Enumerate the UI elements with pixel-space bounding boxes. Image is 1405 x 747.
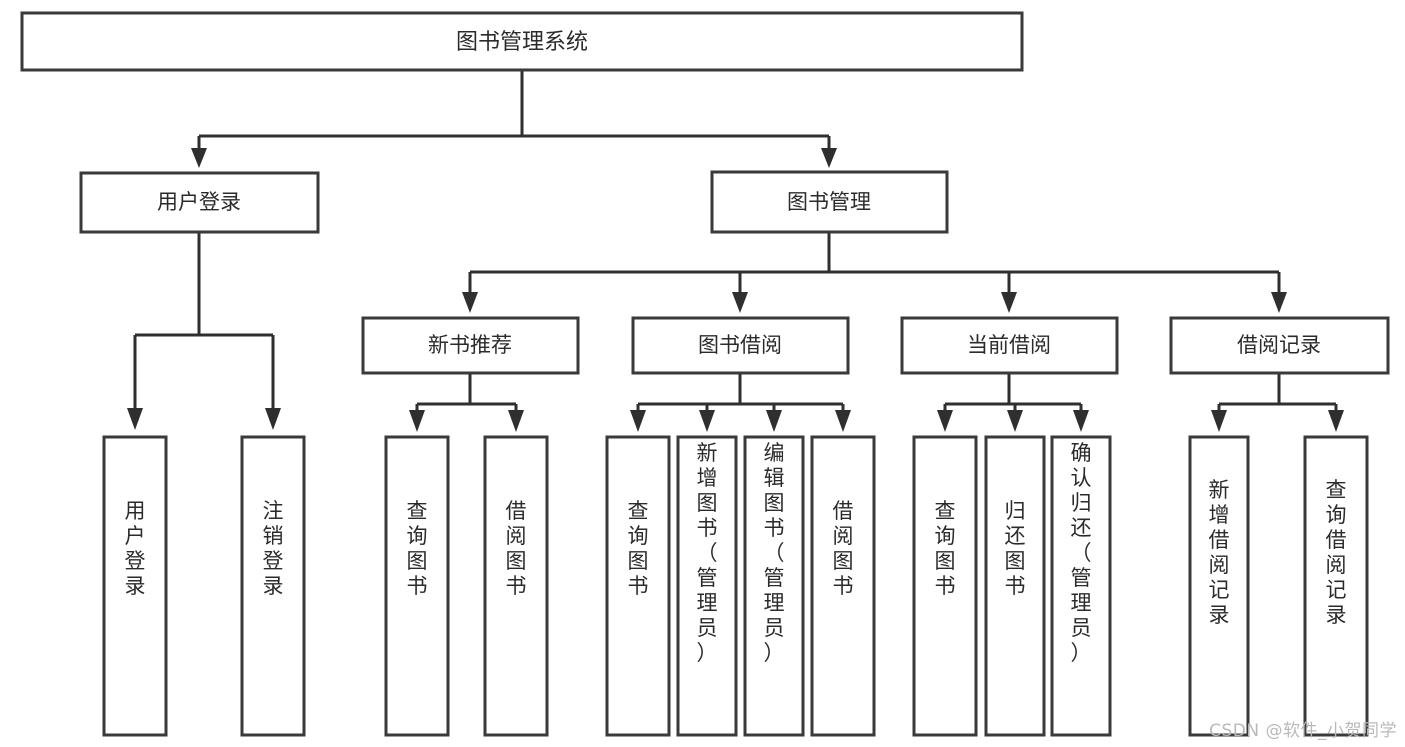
arrowhead-leaf-borrow-book <box>835 410 851 432</box>
node-leaf-add-record[interactable]: 新增借阅记录 <box>1188 435 1250 737</box>
arrowhead-book-borrow <box>732 292 748 313</box>
node-leaf-borrow-book-rec[interactable]: 借阅图书 <box>483 435 549 737</box>
node-leaf-user-logout-label: 注销登录 <box>263 499 284 598</box>
node-leaf-query-book-rec-box[interactable] <box>384 435 450 737</box>
node-leaf-query-record[interactable]: 查询借阅记录 <box>1303 435 1369 737</box>
node-leaf-query-book-rec[interactable]: 查询图书 <box>384 435 450 737</box>
node-book-borrow[interactable]: 图书借阅 <box>631 316 850 375</box>
node-leaf-confirm-return-label: 确认归还（管理员） <box>1071 441 1092 665</box>
node-leaf-edit-book-label: 编辑图书（管理员） <box>764 441 785 665</box>
node-leaf-return-book-box[interactable] <box>984 435 1046 737</box>
node-leaf-query-book-cur[interactable]: 查询图书 <box>912 435 978 737</box>
node-leaf-edit-book[interactable]: 编辑图书（管理员） <box>743 435 805 737</box>
node-leaf-return-book-label: 归还图书 <box>1005 499 1026 598</box>
node-leaf-borrow-book-rec-box[interactable] <box>483 435 549 737</box>
arrowhead-book-manage <box>821 148 837 168</box>
node-root-label: 图书管理系统 <box>456 30 588 55</box>
arrowhead-leaf-borrow-book-rec <box>508 410 524 432</box>
node-leaf-add-record-box[interactable] <box>1188 435 1250 737</box>
arrowhead-leaf-user-logout <box>265 408 281 430</box>
arrowhead-new-book-recommend <box>462 292 478 313</box>
node-new-book-recommend-label: 新书推荐 <box>428 333 512 357</box>
node-leaf-borrow-book-rec-label: 借阅图书 <box>506 499 527 598</box>
connectors-layer <box>127 70 1344 432</box>
node-root[interactable]: 图书管理系统 <box>20 11 1024 72</box>
node-book-borrow-box[interactable] <box>631 316 850 375</box>
node-leaf-add-book-box[interactable] <box>676 435 738 737</box>
node-leaf-user-login-box[interactable] <box>102 435 168 737</box>
node-leaf-user-logout[interactable]: 注销登录 <box>240 435 306 737</box>
arrowhead-leaf-return-book <box>1007 410 1023 432</box>
node-new-book-recommend[interactable]: 新书推荐 <box>361 316 580 375</box>
node-current-borrow[interactable]: 当前借阅 <box>900 316 1119 375</box>
node-leaf-query-book-rec-label: 查询图书 <box>407 499 428 598</box>
node-leaf-edit-book-box[interactable] <box>743 435 805 737</box>
arrowhead-leaf-query-book-rec <box>409 410 425 432</box>
node-leaf-query-book-cur-label: 查询图书 <box>935 499 956 598</box>
node-leaf-user-login-label: 用户登录 <box>125 499 146 598</box>
arrowhead-borrow-record <box>1271 292 1287 313</box>
arrowhead-leaf-add-record <box>1211 410 1227 432</box>
node-leaf-add-book[interactable]: 新增图书（管理员） <box>676 435 738 737</box>
node-leaf-add-record-label: 新增借阅记录 <box>1209 478 1230 627</box>
node-current-borrow-label: 当前借阅 <box>967 333 1051 357</box>
node-leaf-user-logout-box[interactable] <box>240 435 306 737</box>
node-leaf-query-book-borrow-label: 查询图书 <box>628 499 649 598</box>
node-leaf-return-book[interactable]: 归还图书 <box>984 435 1046 737</box>
node-user-login-label: 用户登录 <box>157 190 241 214</box>
node-leaf-query-record-box[interactable] <box>1303 435 1369 737</box>
arrowhead-leaf-query-book-borrow <box>630 410 646 432</box>
arrowhead-user-login <box>191 148 207 168</box>
node-leaf-borrow-book-box[interactable] <box>810 435 876 737</box>
arrowhead-leaf-query-book-cur <box>937 410 953 432</box>
arrowhead-leaf-add-book <box>699 410 715 432</box>
node-user-login[interactable]: 用户登录 <box>79 171 320 234</box>
node-leaf-borrow-book-label: 借阅图书 <box>833 499 854 598</box>
node-borrow-record-label: 借阅记录 <box>1237 333 1321 357</box>
node-leaf-user-login[interactable]: 用户登录 <box>102 435 168 737</box>
node-leaf-add-book-label: 新增图书（管理员） <box>697 441 718 665</box>
node-user-login-box[interactable] <box>79 171 320 234</box>
node-root-box[interactable] <box>20 11 1024 72</box>
node-book-borrow-label: 图书借阅 <box>698 333 782 357</box>
csdn-watermark: CSDN @软件_小贺同学 <box>1209 721 1397 741</box>
node-borrow-record[interactable]: 借阅记录 <box>1169 316 1390 375</box>
node-leaf-query-book-borrow-box[interactable] <box>605 435 671 737</box>
node-leaf-query-record-label: 查询借阅记录 <box>1326 478 1347 627</box>
node-leaf-borrow-book[interactable]: 借阅图书 <box>810 435 876 737</box>
node-book-manage-box[interactable] <box>710 170 949 234</box>
node-new-book-recommend-box[interactable] <box>361 316 580 375</box>
node-leaf-confirm-return-box[interactable] <box>1050 435 1112 737</box>
node-borrow-record-box[interactable] <box>1169 316 1390 375</box>
arrowhead-leaf-edit-book <box>766 410 782 432</box>
node-leaf-query-book-cur-box[interactable] <box>912 435 978 737</box>
arrowhead-leaf-confirm-return <box>1073 410 1089 432</box>
node-current-borrow-box[interactable] <box>900 316 1119 375</box>
arrowhead-current-borrow <box>1001 292 1017 313</box>
node-book-manage-label: 图书管理 <box>787 190 871 214</box>
nodes-layer: 图书管理系统 用户登录 图书管理 新书推荐 图书借阅 当前 <box>20 11 1390 737</box>
node-book-manage[interactable]: 图书管理 <box>710 170 949 234</box>
arrowhead-leaf-user-login <box>127 408 143 430</box>
arrowhead-leaf-query-record <box>1328 410 1344 432</box>
node-leaf-query-book-borrow[interactable]: 查询图书 <box>605 435 671 737</box>
node-leaf-confirm-return[interactable]: 确认归还（管理员） <box>1050 435 1112 737</box>
